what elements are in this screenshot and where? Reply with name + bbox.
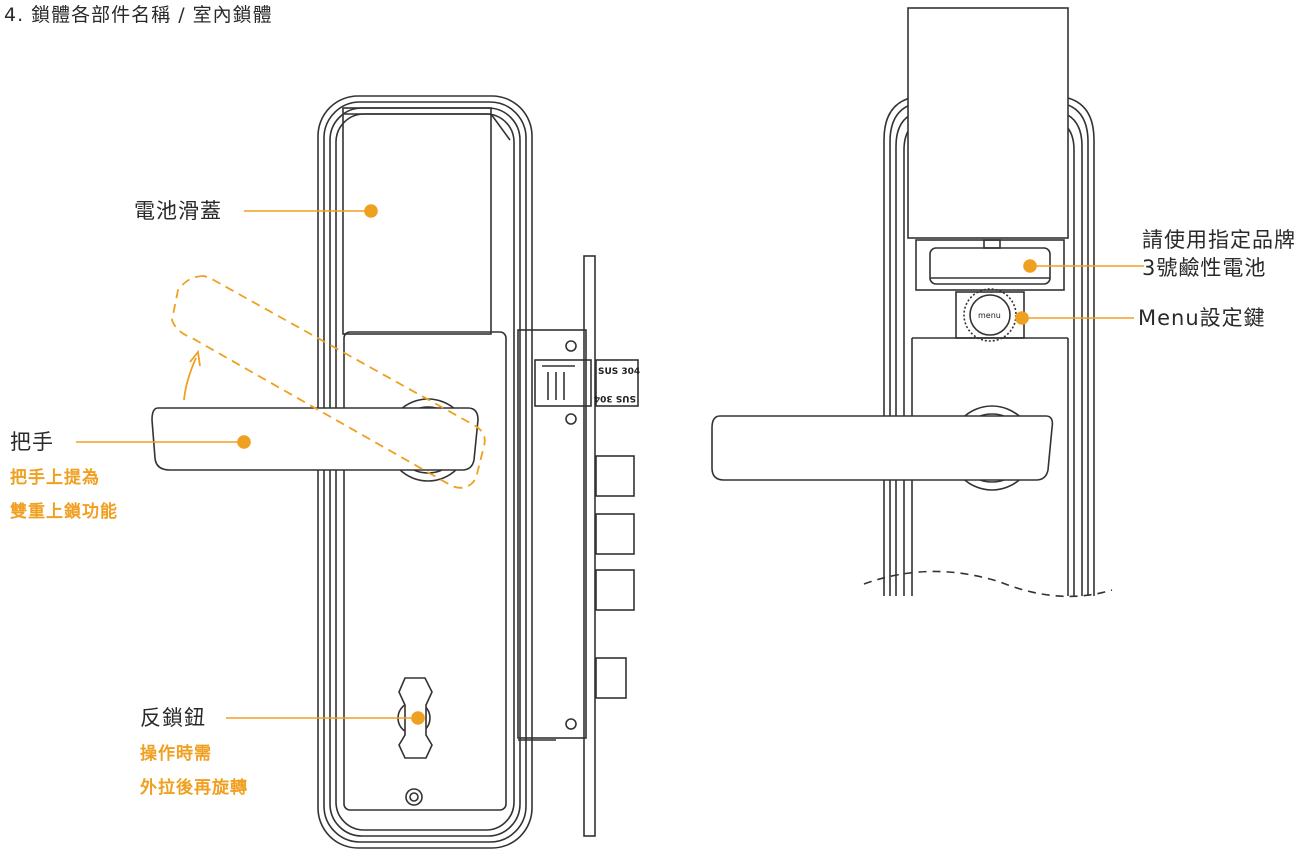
plate-stamp-bottom: SUS 304 xyxy=(594,393,636,403)
handle-note-line2: 雙重上鎖功能 xyxy=(10,502,118,522)
left-handle-shape xyxy=(151,407,479,471)
page-title: 4. 鎖體各部件名稱 / 室內鎖體 xyxy=(4,4,273,26)
lift-arrow xyxy=(183,357,197,401)
battery-label-line2: 3號鹼性電池 xyxy=(1142,256,1267,280)
mortise-case xyxy=(517,255,639,837)
deadbolt-knob-label: 反鎖鈕 xyxy=(140,706,206,730)
handle-label: 把手 xyxy=(10,430,54,454)
battery-cover-shape xyxy=(342,107,511,335)
handle-note-line1: 把手上提為 xyxy=(10,468,100,488)
knob-note-line2: 外拉後再旋轉 xyxy=(140,778,248,798)
plate-stamp-top: SUS 304 xyxy=(598,367,640,377)
battery-label-line1: 請使用指定品牌 xyxy=(1142,228,1296,252)
leaders xyxy=(76,204,1144,725)
right-handle-shape xyxy=(711,415,1054,481)
knob-note-line1: 操作時需 xyxy=(140,744,212,764)
menu-button-text: menu xyxy=(978,311,1001,320)
battery-cover-label: 電池滑蓋 xyxy=(134,199,222,223)
left-lock-body xyxy=(317,95,533,849)
menu-key-label: Menu設定鍵 xyxy=(1138,306,1266,330)
right-lock-body xyxy=(711,7,1113,598)
